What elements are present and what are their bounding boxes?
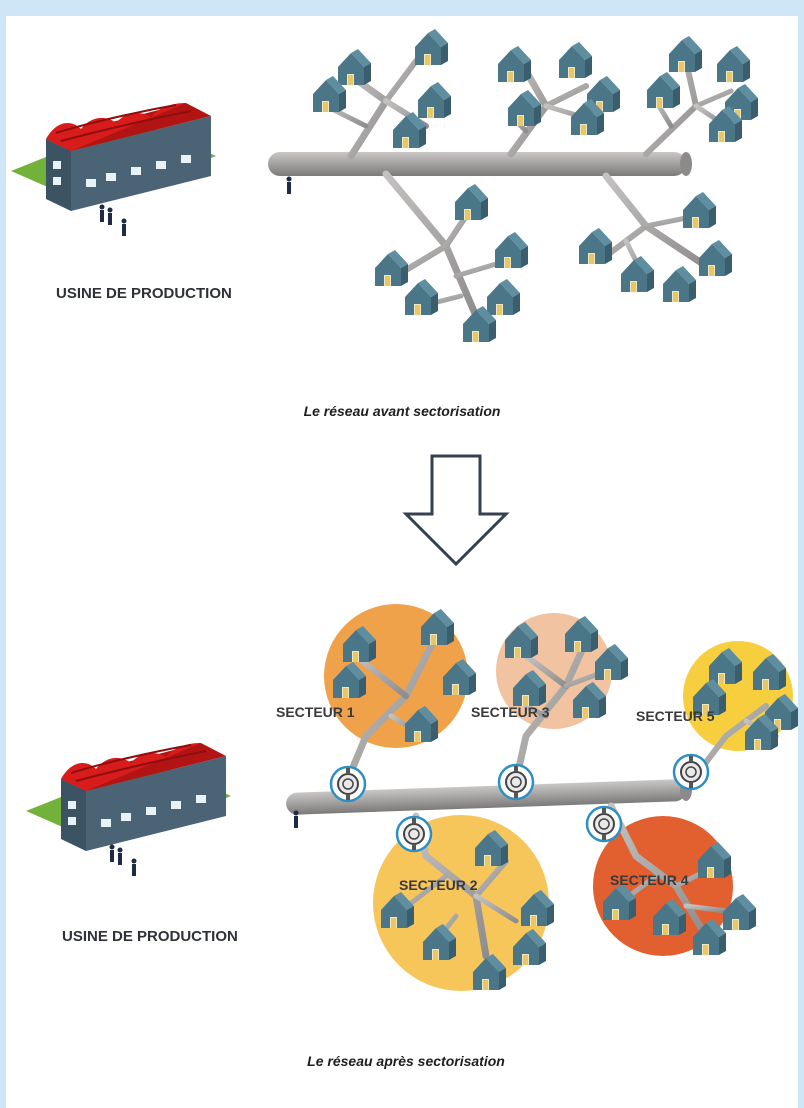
caption-after: Le réseau après sectorisation [307, 1053, 505, 1069]
person-icon [99, 204, 105, 222]
bottom-panel: SECTEUR 1 SECTEUR 3 SECTEUR 5 SECTEUR 2 … [25, 604, 798, 991]
sector-label-5: SECTEUR 5 [636, 708, 715, 724]
person-icon [131, 858, 137, 876]
sector-label-2: SECTEUR 2 [399, 877, 478, 893]
down-arrow-icon [402, 454, 510, 567]
sector-label-1: SECTEUR 1 [276, 704, 355, 720]
person-icon [107, 207, 113, 225]
person-icon [286, 176, 292, 194]
person-icon [117, 847, 123, 865]
person-icon [109, 844, 115, 862]
water-meter-icon [672, 753, 710, 791]
person-icon [121, 218, 127, 236]
top-panel: USINE DE PRODUCTION [6, 16, 798, 361]
diagram-frame: USINE DE PRODUCTION Le réseau avant sect… [6, 16, 798, 1108]
factory-label-top: USINE DE PRODUCTION [56, 285, 232, 302]
person-icon [293, 810, 299, 828]
water-meter-icon [585, 805, 623, 843]
network-diagram: USINE DE PRODUCTION Le réseau avant sect… [6, 16, 798, 1069]
water-meter-icon [329, 765, 367, 803]
water-meter-icon [395, 815, 433, 853]
factory-label-bottom: USINE DE PRODUCTION [62, 928, 238, 945]
sector-label-3: SECTEUR 3 [471, 704, 550, 720]
water-meter-icon [497, 763, 535, 801]
factory-icon [25, 742, 232, 852]
main-pipe [268, 152, 692, 176]
sector-label-4: SECTEUR 4 [610, 872, 689, 888]
caption-before: Le réseau avant sectorisation [304, 403, 501, 419]
